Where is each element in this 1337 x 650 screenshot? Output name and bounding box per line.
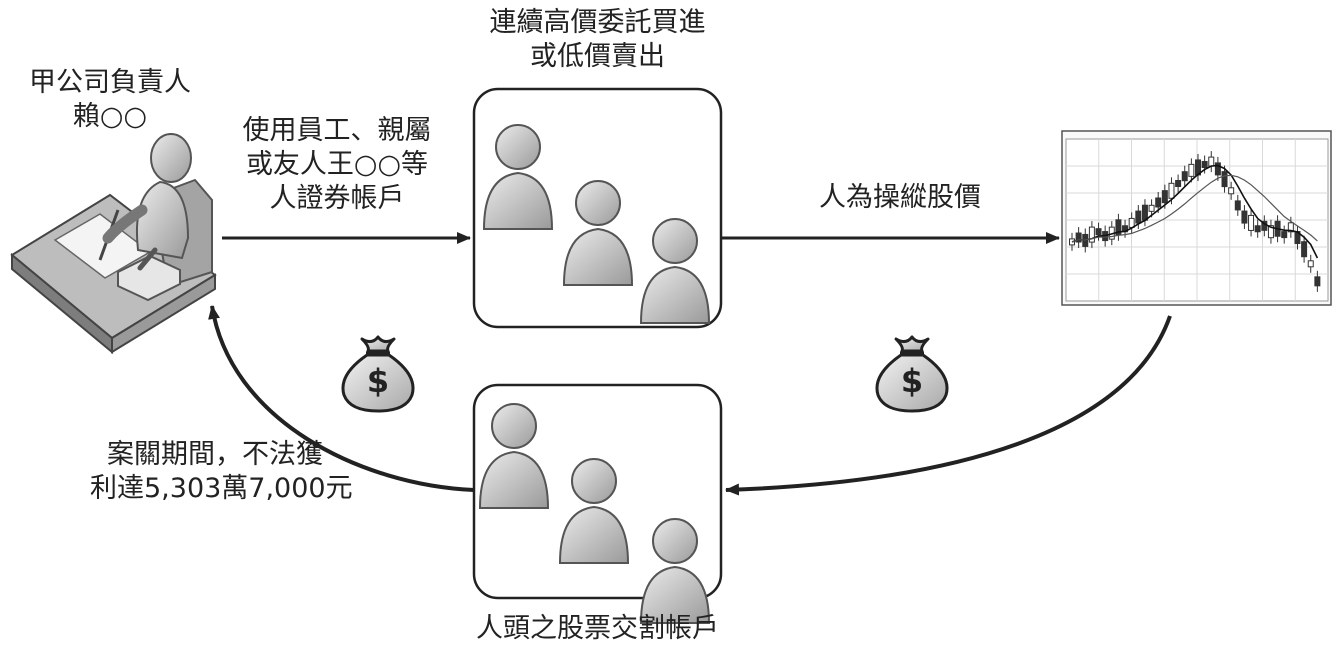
candle — [1095, 228, 1102, 236]
stock-chart-icon — [1061, 130, 1332, 306]
person-at-desk-icon — [10, 133, 217, 355]
manipulation-label: 人為操縱股價 — [819, 182, 981, 213]
candle — [1214, 162, 1221, 176]
candle — [1155, 197, 1162, 208]
orders-label: 連續高價委託買進 或低價賣出 — [489, 7, 706, 72]
candle — [1088, 226, 1095, 243]
candle — [1075, 232, 1082, 243]
candle — [1287, 222, 1294, 233]
candle — [1221, 171, 1228, 188]
candle — [1161, 190, 1168, 204]
candle — [1181, 171, 1188, 182]
candle — [1254, 225, 1261, 233]
candle — [1248, 214, 1255, 231]
candle — [1148, 204, 1155, 212]
candle — [1201, 161, 1208, 169]
money-bag-icon — [875, 335, 949, 413]
candle — [1208, 156, 1215, 167]
candle — [1281, 231, 1288, 239]
accounts-label: 使用員工、親屬 或友人王○○等 人證券帳戶 — [242, 115, 432, 214]
candle — [1307, 260, 1314, 268]
candle — [1301, 241, 1308, 258]
candle — [1314, 276, 1321, 287]
candle — [1168, 182, 1175, 199]
candle — [1141, 204, 1148, 221]
candle — [1175, 180, 1182, 187]
settlement-label: 人頭之股票交割帳戶 — [476, 613, 719, 644]
actor-label: 甲公司負責人 賴○○ — [29, 67, 191, 132]
candle — [1228, 187, 1235, 195]
profit-label: 案關期間，不法獲 利達5,303萬7,000元 — [90, 439, 353, 504]
candle — [1241, 210, 1248, 224]
candle — [1135, 210, 1142, 224]
candle — [1267, 225, 1274, 239]
candle — [1234, 200, 1241, 211]
arrow-settlement-to-actor — [208, 305, 475, 492]
candle — [1188, 163, 1195, 177]
arrow-chart-to-settlement — [725, 315, 1172, 496]
money-bag-icon — [341, 335, 415, 413]
